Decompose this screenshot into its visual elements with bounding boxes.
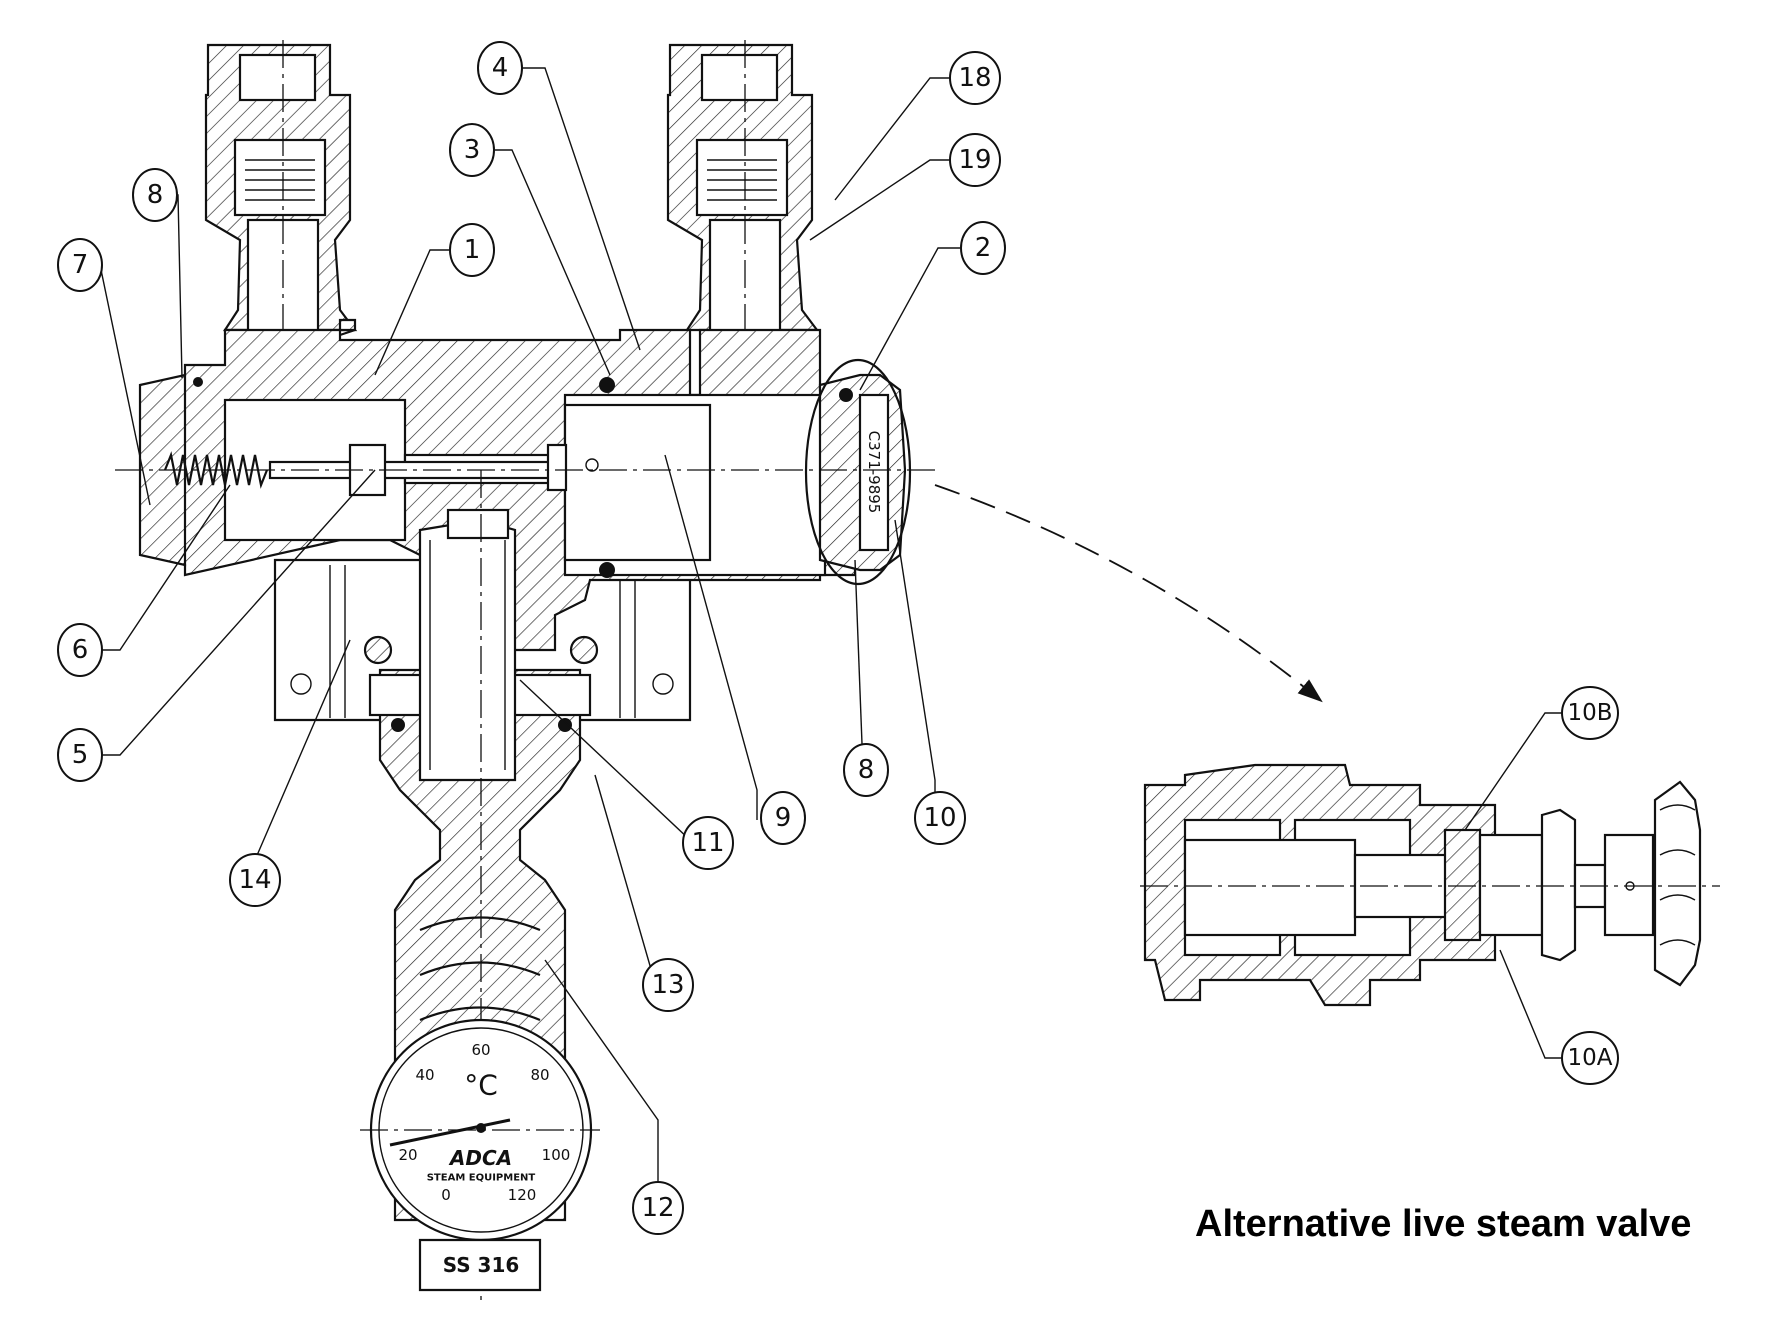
svg-text:8: 8 xyxy=(147,180,164,210)
svg-text:10A: 10A xyxy=(1567,1045,1612,1071)
svg-text:5: 5 xyxy=(72,740,89,770)
svg-text:12: 12 xyxy=(641,1193,674,1223)
gauge-brand: ADCA xyxy=(448,1146,512,1170)
callout-8-left: 8 xyxy=(132,168,178,222)
callout-3: 3 xyxy=(449,123,495,177)
svg-text:2: 2 xyxy=(975,233,992,263)
gauge-tick-20: 20 xyxy=(398,1146,417,1164)
callout-10a: 10A xyxy=(1561,1031,1619,1085)
callout-14: 14 xyxy=(229,853,281,907)
main-valve-assembly: C371-9895 60 40 80 20 100 0 xyxy=(115,40,940,1300)
gauge-tagline: STEAM EQUIPMENT xyxy=(427,1173,536,1184)
detail-caption: Alternative live steam valve xyxy=(1195,1203,1691,1245)
svg-text:18: 18 xyxy=(958,63,991,93)
svg-text:1: 1 xyxy=(464,235,481,265)
callout-4: 4 xyxy=(477,41,523,95)
callout-11: 11 xyxy=(682,816,734,870)
callout-10: 10 xyxy=(914,791,966,845)
svg-text:9: 9 xyxy=(775,803,792,833)
svg-text:11: 11 xyxy=(691,828,724,858)
nameplate: SS 316 xyxy=(443,1253,520,1277)
handwheel-icon xyxy=(1653,780,1702,987)
svg-text:3: 3 xyxy=(464,135,481,165)
callout-7: 7 xyxy=(57,238,103,292)
gauge-tick-40: 40 xyxy=(415,1066,434,1084)
callouts: 4 3 1 18 19 2 7 8 6 5 9 8 10 11 14 13 12… xyxy=(57,41,1619,1235)
gauge-tick-80: 80 xyxy=(530,1066,549,1084)
svg-text:14: 14 xyxy=(238,865,271,895)
svg-text:4: 4 xyxy=(492,53,509,83)
gauge-unit: °C xyxy=(464,1069,498,1102)
svg-text:10B: 10B xyxy=(1567,700,1612,726)
callout-1: 1 xyxy=(449,223,495,277)
callout-19: 19 xyxy=(949,133,1001,187)
svg-text:6: 6 xyxy=(72,635,89,665)
svg-text:13: 13 xyxy=(651,970,684,1000)
alternative-valve-detail xyxy=(1140,763,1720,1007)
svg-text:10: 10 xyxy=(923,803,956,833)
detail-arrow xyxy=(934,484,1323,703)
callout-6: 6 xyxy=(57,623,103,677)
gauge-tick-120: 120 xyxy=(508,1186,537,1204)
thermometer-gauge: 60 40 80 20 100 0 120 °C ADCA STEAM EQUI… xyxy=(360,1018,600,1242)
callout-18: 18 xyxy=(949,51,1001,105)
callout-13: 13 xyxy=(642,958,694,1012)
gauge-tick-100: 100 xyxy=(542,1146,571,1164)
callout-9: 9 xyxy=(760,791,806,845)
callout-2: 2 xyxy=(960,221,1006,275)
filter-element xyxy=(418,518,517,782)
gauge-tick-60: 60 xyxy=(471,1041,490,1059)
callout-12: 12 xyxy=(632,1181,684,1235)
svg-text:7: 7 xyxy=(72,250,89,280)
plug-marking: C371-9895 xyxy=(865,431,883,514)
callout-8-right: 8 xyxy=(843,743,889,797)
callout-5: 5 xyxy=(57,728,103,782)
svg-text:8: 8 xyxy=(858,755,875,785)
gauge-tick-0: 0 xyxy=(441,1186,451,1204)
svg-text:19: 19 xyxy=(958,145,991,175)
callout-10b: 10B xyxy=(1561,686,1619,740)
gauge-stem xyxy=(418,1238,542,1292)
piston xyxy=(563,403,712,562)
